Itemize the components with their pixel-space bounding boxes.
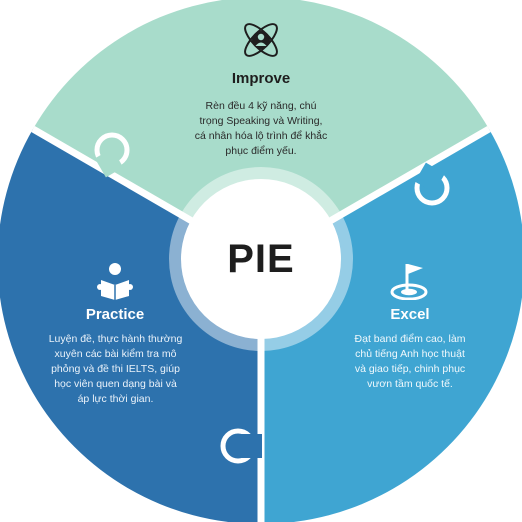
segment-improve [33,0,489,261]
excel-line: và giao tiếp, chinh phục [354,363,466,375]
center-circle [181,179,341,339]
practice-description: Luyện đề, thực hành thường xuyên các bài… [28,332,203,407]
practice-line: học viên quen dạng bài và [54,378,177,390]
flag-target-icon [390,264,428,300]
excel-line: vươn tầm quốc tế. [367,378,453,390]
excel-line: Đạt band điểm cao, làm [354,333,466,345]
improve-line: cá nhân hóa lộ trình để khắc [194,130,328,142]
improve-title: Improve [231,70,291,87]
practice-line: xuyên các bài kiểm tra mô [54,348,177,360]
center-label: PIE [227,237,295,281]
improve-line: phục điểm yếu. [225,145,297,157]
excel-title: Excel [390,306,430,323]
improve-description: Rèn đều 4 kỹ năng, chú trọng Speaking và… [176,99,346,159]
improve-line: Rèn đều 4 kỹ năng, chú [205,100,317,112]
excel-line: chủ tiếng Anh học thuật [355,348,465,360]
reading-person-icon [97,263,133,300]
atom-person-icon [244,23,278,57]
practice-line: phỏng và đề thi IELTS, giúp [51,363,180,375]
improve-line: trọng Speaking và Writing, [199,115,323,127]
practice-line: áp lực thời gian. [77,393,154,405]
practice-line: Luyện đề, thực hành thường [48,333,183,345]
excel-description: Đạt band điểm cao, làm chủ tiếng Anh học… [330,332,490,392]
practice-title: Practice [85,306,145,323]
